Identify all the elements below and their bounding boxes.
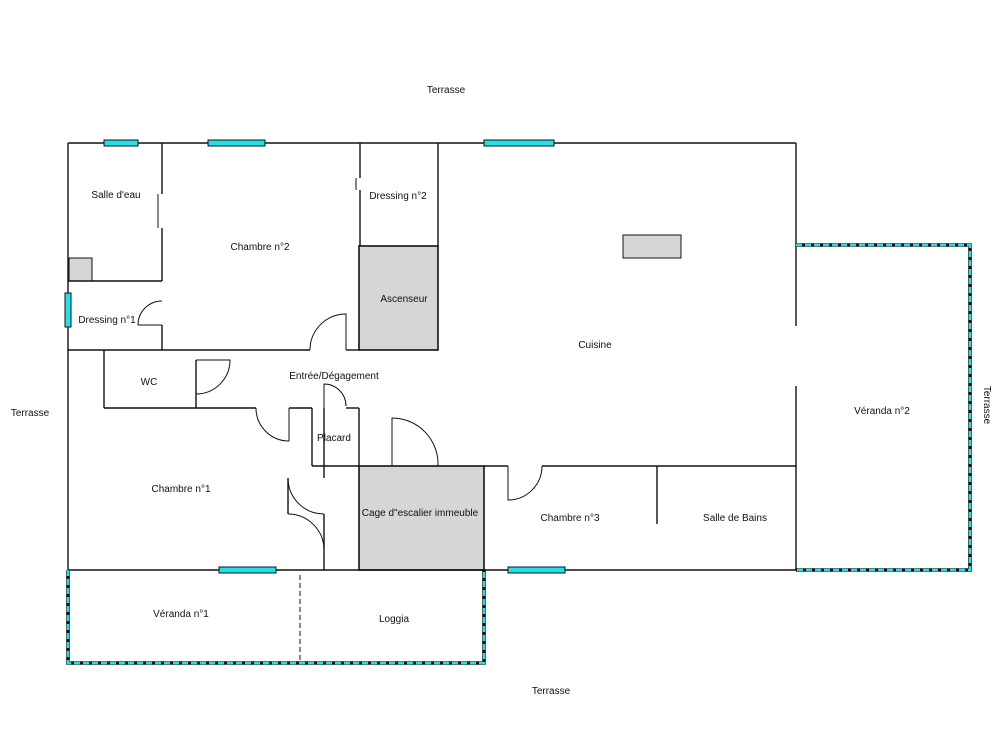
- label-chambre-2: Chambre n°2: [230, 242, 289, 253]
- veranda-outlines: [66, 243, 972, 665]
- label-terrasse-bottom: Terrasse: [532, 686, 571, 697]
- label-terrasse-top: Terrasse: [427, 85, 466, 96]
- label-chambre-3: Chambre n°3: [540, 513, 599, 524]
- label-loggia: Loggia: [379, 614, 409, 625]
- label-entree: Entrée/Dégagement: [289, 371, 379, 382]
- label-salle-bains: Salle de Bains: [703, 513, 767, 524]
- label-ascenseur: Ascenseur: [380, 294, 428, 305]
- label-placard: Placard: [317, 433, 351, 444]
- label-cuisine: Cuisine: [578, 340, 612, 351]
- shower-tray: [68, 257, 93, 282]
- label-dressing-2: Dressing n°2: [369, 191, 427, 202]
- label-veranda-2: Véranda n°2: [854, 406, 910, 417]
- kitchen-island: [622, 234, 682, 259]
- label-veranda-1: Véranda n°1: [153, 609, 209, 620]
- doors: [137, 178, 543, 551]
- label-cage-escalier: Cage d"escalier immeuble: [362, 508, 479, 519]
- outer-walls: [67, 142, 797, 571]
- ascenseur-core: [358, 245, 439, 351]
- label-terrasse-left: Terrasse: [11, 408, 50, 419]
- windows: [64, 139, 566, 574]
- label-salle-eau: Salle d'eau: [91, 190, 140, 201]
- label-chambre-1: Chambre n°1: [151, 484, 210, 495]
- label-wc: WC: [141, 377, 158, 388]
- label-dressing-1: Dressing n°1: [78, 315, 136, 326]
- label-terrasse-right: Terrasse: [981, 386, 992, 425]
- interior-walls: [68, 143, 796, 570]
- cage-escalier-core: [358, 465, 485, 571]
